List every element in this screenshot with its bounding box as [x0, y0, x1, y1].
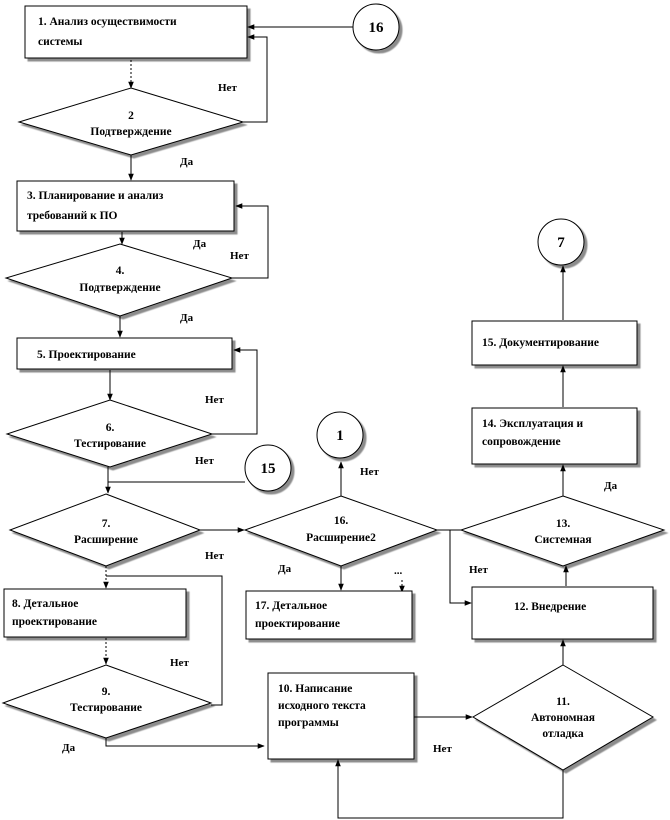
decision-13-system: 13. Системная — [459, 495, 666, 567]
decision-16-label: Расширение2 — [306, 532, 376, 544]
label-no-decision-11: Нет — [433, 743, 452, 755]
label-no-decision-6-low: Нет — [195, 455, 214, 467]
step-5-design: 5. Проектирование — [16, 337, 233, 370]
decision-2-confirmation: 2 Подтверждение — [17, 87, 245, 156]
step-12-label: 12. Внедрение — [514, 601, 586, 613]
step-15-label: 15. Документирование — [482, 337, 599, 349]
decision-4-confirmation: 4. Подтверждение — [4, 243, 234, 317]
decision-7-label: Расширение — [74, 534, 138, 546]
svg-text:3. Планирование и анализ: 3. Планирование и анализ — [27, 190, 164, 202]
decision-6-testing: 6. Тестирование — [5, 399, 214, 468]
edge-n9-yes — [105, 738, 265, 749]
label-ellipsis: ... — [394, 565, 403, 577]
connector-1-label: 1 — [336, 428, 344, 444]
svg-text:10. Написание: 10. Написание — [278, 683, 352, 695]
step-1-line-2: системы — [38, 36, 82, 48]
step-8-line-2: проектирование — [12, 616, 97, 628]
decision-7-number: 7. — [102, 518, 111, 530]
connector-7: 7 — [537, 218, 585, 266]
connector-16-label: 16 — [369, 20, 385, 36]
edge-n16-no — [437, 529, 472, 606]
label-no-decision-9: Нет — [170, 657, 189, 669]
svg-text:1. Анализ осуществимости: 1. Анализ осуществимости — [38, 16, 177, 28]
step-3-line-2: требований к ПО — [27, 210, 118, 222]
step-10-line-2: исходного текста — [278, 700, 366, 712]
svg-text:сопровождение: сопровождение — [482, 436, 561, 448]
decision-11-line-2: Автономная — [531, 712, 595, 724]
connector-15-label: 15 — [261, 461, 276, 477]
decision-9-label: Тестирование — [70, 702, 142, 714]
step-1-feasibility-analysis: 1. Анализ осуществимости системы — [24, 5, 248, 59]
decision-2-label: Подтверждение — [90, 126, 171, 138]
svg-text:8. Детальное: 8. Детальное — [12, 598, 78, 610]
label-no-decision-6: Нет — [205, 394, 224, 406]
svg-text:системы: системы — [38, 36, 82, 48]
svg-text:исходного текста: исходного текста — [278, 700, 366, 712]
step-8-line-1: 8. Детальное — [12, 598, 78, 610]
step-17-line-1: 17. Детальное — [255, 600, 327, 612]
decision-16-number: 16. — [334, 515, 349, 527]
step-5-label: 5. Проектирование — [37, 349, 136, 361]
decision-13-label: Системная — [534, 534, 591, 546]
label-yes-decision-13: Да — [604, 480, 618, 492]
decision-9-testing: 9. Тестирование — [1, 664, 213, 739]
step-15-documentation: 15. Документирование — [471, 320, 638, 366]
decision-6-number: 6. — [106, 422, 115, 434]
step-10-line-3: программы — [278, 717, 339, 729]
edge-n4-no-loop — [232, 203, 269, 279]
step-1-line-1: 1. Анализ осуществимости — [38, 16, 177, 28]
label-no-decision-2: Нет — [218, 82, 237, 94]
label-no-decision-4: Нет — [230, 250, 249, 262]
edge-labels: Нет Да Да Нет Да Нет Нет Нет Нет Да Да Н… — [62, 82, 618, 755]
decision-11-number: 11. — [556, 696, 570, 708]
svg-text:14. Эксплуатация и: 14. Эксплуатация и — [482, 418, 584, 430]
label-no-decision-16: Нет — [360, 466, 379, 478]
svg-text:программы: программы — [278, 717, 339, 729]
decision-4-label: Подтверждение — [79, 282, 160, 294]
label-no-decision-7: Нет — [205, 550, 224, 562]
edge-n2-no-loop — [243, 34, 268, 123]
step-14-line-1: 14. Эксплуатация и — [482, 418, 584, 430]
edge-n6-no-loop — [212, 347, 258, 435]
step-3-planning-requirements: 3. Планирование и анализ требований к ПО — [16, 180, 235, 232]
step-3-line-1: 3. Планирование и анализ — [27, 190, 164, 202]
label-yes-decision-4-top: Да — [193, 238, 207, 250]
decision-4-number: 4. — [116, 265, 125, 277]
connector-16: 16 — [352, 3, 400, 51]
step-10-source-code: 10. Написание исходного текста программы — [267, 672, 415, 760]
decision-11-unit-debugging: 11. Автономная отладка — [472, 664, 654, 771]
label-yes-decision-16: Да — [278, 563, 292, 575]
connector-7-label: 7 — [557, 235, 565, 251]
connector-1: 1 — [316, 411, 364, 459]
decision-16-extension2: 16. Расширение2 — [243, 495, 439, 567]
step-8-detailed-design: 8. Детальное проектирование — [3, 588, 187, 638]
edge-n9-no-loop — [106, 575, 223, 706]
step-17-line-2: проектирование — [255, 618, 340, 630]
decision-13-number: 13. — [556, 518, 571, 530]
label-yes-decision-9: Да — [62, 742, 76, 754]
decision-11-line-3: отладка — [542, 728, 583, 740]
edges — [103, 24, 569, 819]
svg-text:требований к ПО: требований к ПО — [27, 210, 118, 222]
svg-text:17. Детальное: 17. Детальное — [255, 600, 327, 612]
decision-7-extension: 7. Расширение — [8, 493, 202, 567]
edge-n11-no-loop — [335, 759, 564, 819]
step-14-line-2: сопровождение — [482, 436, 561, 448]
step-10-line-1: 10. Написание — [278, 683, 352, 695]
decision-9-number: 9. — [102, 686, 111, 698]
decision-2-number: 2 — [128, 110, 134, 122]
svg-text:проектирование: проектирование — [255, 618, 340, 630]
label-no-decision-13: Нет — [469, 564, 488, 576]
label-yes-decision-2: Да — [180, 156, 194, 168]
svg-text:проектирование: проектирование — [12, 616, 97, 628]
connector-15: 15 — [244, 444, 292, 492]
label-yes-decision-4: Да — [180, 312, 194, 324]
step-12-implementation: 12. Внедрение — [471, 586, 654, 640]
step-17-detailed-design: 17. Детальное проектирование — [245, 590, 413, 640]
decision-6-label: Тестирование — [74, 438, 146, 450]
step-14-operation-maintenance: 14. Эксплуатация и сопровождение — [471, 407, 638, 465]
